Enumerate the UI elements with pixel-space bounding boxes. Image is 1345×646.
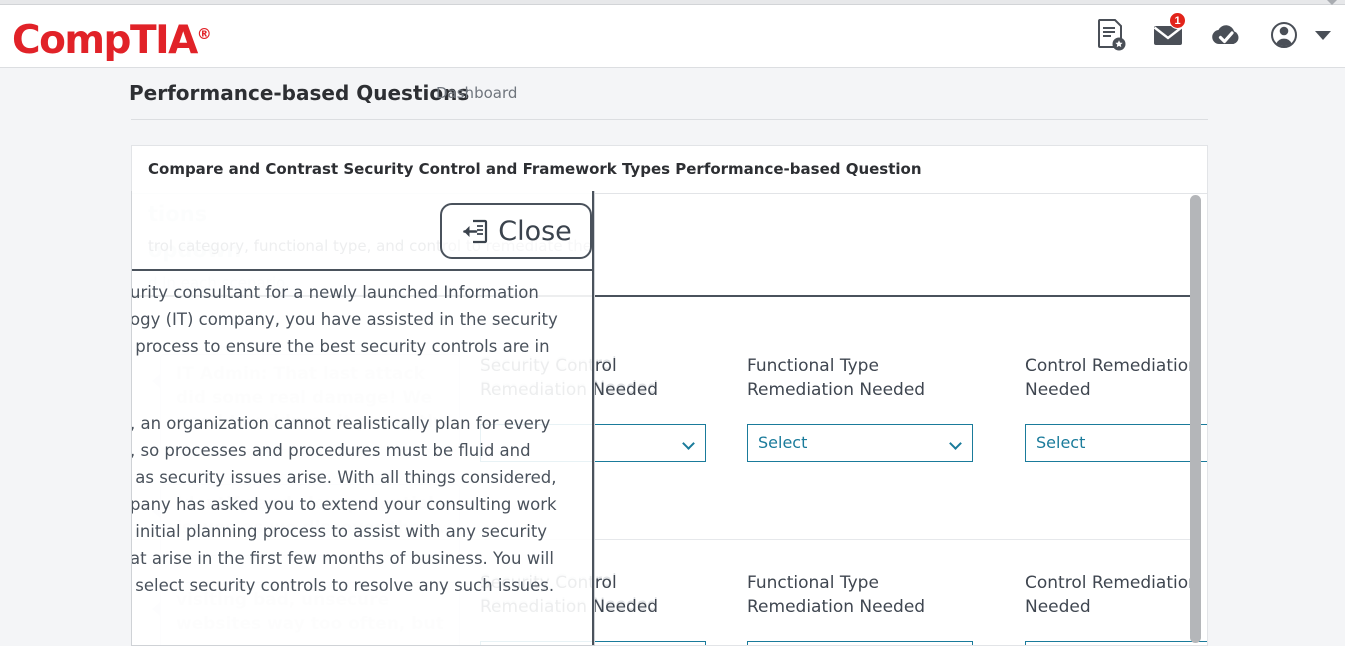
scenario-line: pany has asked you to extend your consul… (131, 495, 557, 514)
mail-unread-badge: 1 (1169, 12, 1186, 29)
select-value: Select (758, 433, 808, 452)
comptia-logo[interactable]: CompTIA® (12, 10, 212, 65)
page-titlebar: Performance-based Questions Dashboard (129, 68, 1208, 120)
scenario-line: initial planning process to assist with … (131, 522, 548, 541)
close-button-label: Close (498, 215, 572, 247)
pbq-card-title: Compare and Contrast Security Control an… (148, 160, 922, 178)
scenario-line: as security issues arise. With all thing… (131, 468, 557, 487)
chrome-caret-icon (1327, 0, 1337, 5)
logo-text: CompTIA (12, 18, 198, 63)
column-header: Control Remediation Needed (1025, 356, 1199, 400)
cloud-check-icon[interactable] (1209, 17, 1243, 53)
question-column: Functional Type Remediation Needed Selec… (747, 354, 973, 462)
logo-registered-mark: ® (196, 25, 212, 43)
scenario-line: , so processes and procedures must be fl… (131, 441, 531, 460)
site-header: CompTIA® 1 (0, 5, 1345, 68)
modal-right-border (592, 191, 594, 645)
question-column: Functional Type Remediation Needed Selec… (747, 571, 973, 645)
column-header: Control Remediation Needed (1025, 573, 1199, 617)
scenario-modal-body: urity consultant for a newly launched In… (131, 271, 594, 645)
control-remediation-select[interactable]: Select (1025, 424, 1207, 462)
close-button[interactable]: Close (440, 203, 592, 259)
question-column: Control Remediation Needed Select (1025, 354, 1207, 462)
column-header: Functional Type Remediation Needed (747, 356, 926, 400)
account-chevron-down-icon[interactable] (1315, 30, 1331, 40)
mail-icon[interactable]: 1 (1151, 12, 1186, 53)
vertical-scrollbar[interactable] (1190, 195, 1201, 643)
row-divider (132, 539, 1192, 540)
user-account-icon[interactable] (1267, 17, 1301, 53)
exit-left-icon (463, 219, 488, 243)
scenario-line: select security controls to resolve any … (131, 576, 555, 595)
control-remediation-select[interactable]: Select (1025, 641, 1207, 645)
pbq-card-header: Compare and Contrast Security Control an… (132, 146, 1207, 194)
functional-type-select[interactable]: Select (747, 641, 973, 645)
chevron-down-icon (682, 437, 695, 450)
header-icon-group: 1 (1093, 12, 1331, 53)
breadcrumb-dashboard[interactable]: Dashboard (436, 84, 518, 102)
page-title: Performance-based Questions (129, 81, 470, 105)
scrollbar-thumb[interactable] (1190, 195, 1201, 643)
select-value: Select (1036, 433, 1086, 452)
question-column: Control Remediation Needed Select (1025, 571, 1207, 645)
scenario-line: ogy (IT) company, you have assisted in t… (131, 310, 558, 329)
scenario-line: , an organization cannot realistically p… (131, 414, 551, 433)
functional-type-select[interactable]: Select (747, 424, 973, 462)
instruction-divider (132, 295, 1192, 297)
chevron-down-icon (949, 437, 962, 450)
scenario-line: at arise in the first few months of busi… (131, 549, 554, 568)
scenario-line: urity consultant for a newly launched In… (131, 283, 539, 302)
scenario-modal: ario Close urity consultant for a newly … (131, 191, 595, 646)
column-header: Functional Type Remediation Needed (747, 573, 926, 617)
browser-chrome-strip (0, 0, 1345, 5)
scenario-line: process to ensure the best security cont… (131, 337, 550, 356)
certificate-icon[interactable] (1093, 17, 1127, 53)
scenario-modal-header: ario Close (132, 191, 594, 271)
